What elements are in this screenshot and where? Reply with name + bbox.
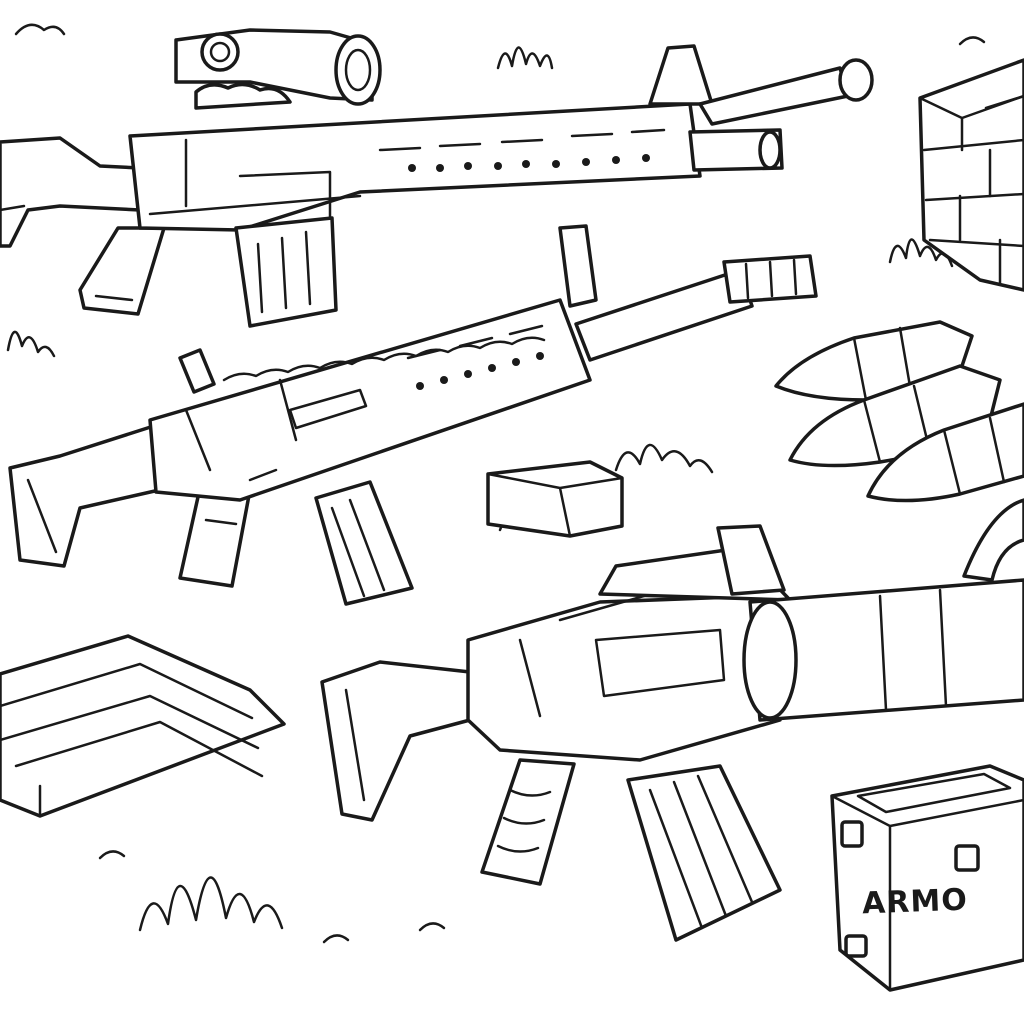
brick-wall xyxy=(918,58,1024,292)
ammo-crate: ARMO xyxy=(830,764,1024,992)
crate-label: ARMO xyxy=(861,883,968,922)
assault-rifle xyxy=(8,224,818,606)
small-box xyxy=(486,460,624,538)
bullets xyxy=(774,320,1024,503)
stacked-plates xyxy=(0,634,286,818)
sniper-rifle xyxy=(0,28,874,328)
launcher-rifle xyxy=(320,498,1024,942)
